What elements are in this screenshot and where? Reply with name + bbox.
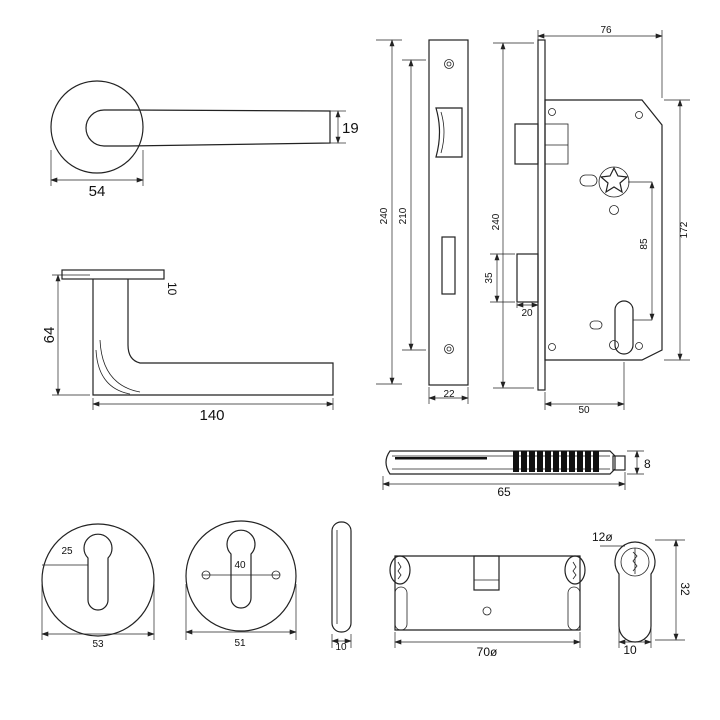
dim-cylinder-diameter-label: 12ø	[592, 530, 613, 544]
spindle-grip	[513, 451, 599, 472]
dim-rose-plate-label: 10	[165, 282, 179, 296]
escutcheon-euro: 25 53	[41, 523, 155, 650]
spindle: 65 8	[382, 450, 651, 499]
cylinder-profile: 12ø 32 10	[592, 530, 692, 657]
dim-escutcheon-thickness: 10	[331, 634, 352, 653]
dim-escutcheon-a-diameter-label: 53	[92, 639, 104, 650]
dim-escutcheon-b-diameter-label: 51	[234, 638, 246, 649]
dim-faceplate-length: 240	[376, 39, 402, 385]
dim-case-length: 240	[491, 42, 534, 389]
dim-escutcheon-a-diameter: 53	[41, 584, 155, 650]
dim-spindle-square-label: 8	[644, 457, 651, 471]
dim-backset-label: 50	[578, 405, 590, 416]
dim-case-depth: 76	[537, 25, 663, 98]
dim-lever-thickness-label: 19	[342, 120, 359, 137]
dim-rose-diameter-label: 54	[89, 183, 106, 200]
lock-faceplate: 240 210 22	[376, 39, 469, 404]
dim-cylinder-width-label: 10	[623, 643, 637, 657]
dim-cylinder-length-label: 70ø	[477, 645, 498, 659]
escutcheon-side-view: 10	[331, 521, 352, 653]
dim-backset: 50	[544, 362, 625, 416]
dim-faceplate-width: 22	[428, 387, 469, 404]
dim-cylinder-height-label: 32	[678, 582, 692, 596]
dim-spindle-square: 8	[627, 450, 651, 475]
escutcheon-euro-screws: 40 51	[185, 520, 297, 649]
dim-spindle-length: 65	[382, 472, 626, 499]
dim-cylinder-height: 32	[655, 539, 692, 641]
dim-lever-height-label: 64	[41, 327, 58, 344]
dim-case-height: 172	[664, 99, 690, 361]
lock-case: 85 240 76 172 35 20	[484, 25, 690, 416]
dim-cylinder-width: 10	[618, 628, 652, 657]
lever-top-view: 54 19	[50, 80, 359, 200]
dim-latch-height: 35	[484, 253, 515, 303]
dim-screw-centers-label: 210	[398, 207, 409, 224]
dim-latch-projection-label: 20	[521, 308, 533, 319]
cylinder-side-view: 70ø	[389, 555, 586, 659]
dim-lever-length: 140	[92, 398, 334, 424]
dim-spindle-length-label: 65	[497, 485, 511, 499]
dim-case-depth-label: 76	[600, 25, 612, 36]
dim-follower-to-key-label: 85	[639, 238, 650, 250]
dim-escutcheon-b-centers-label: 40	[234, 560, 246, 571]
dim-screw-centers: 210	[398, 59, 426, 351]
dim-escutcheon-a-hole-label: 25	[61, 546, 73, 557]
dim-faceplate-length-label: 240	[379, 207, 390, 224]
dim-latch-projection: 20	[516, 302, 539, 319]
dim-rose-diameter: 54	[50, 150, 144, 200]
dim-lever-thickness: 19	[330, 110, 359, 144]
dim-lever-height: 64	[41, 274, 90, 396]
dim-cylinder-length: 70ø	[394, 632, 581, 659]
dim-latch-height-label: 35	[484, 272, 495, 284]
dim-lever-length-label: 140	[199, 407, 224, 424]
dim-escutcheon-b-diameter: 51	[185, 584, 297, 649]
dim-escutcheon-thickness-label: 10	[335, 642, 347, 653]
dim-case-length-label: 240	[491, 213, 502, 230]
dim-faceplate-width-label: 22	[443, 389, 455, 400]
lever-side-view: 10 64 140	[41, 269, 334, 424]
dim-case-height-label: 172	[679, 221, 690, 238]
